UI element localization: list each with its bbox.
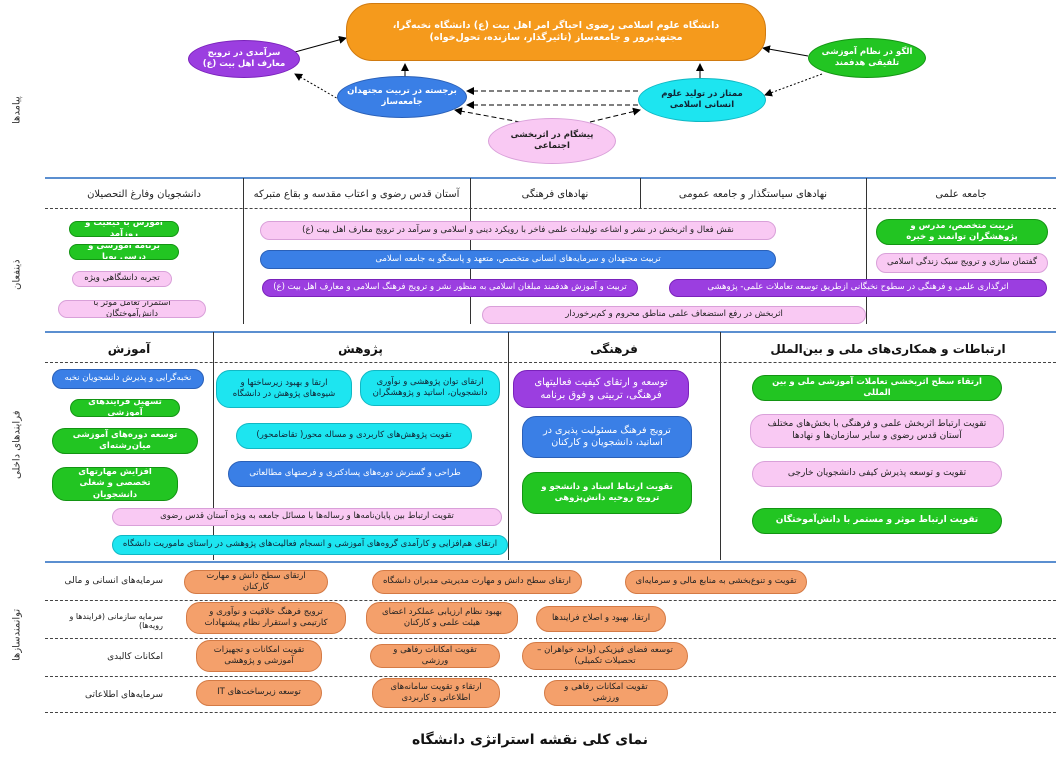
stakeholder-header-rule xyxy=(45,208,1056,209)
processes-side-label: فرایندهای داخلی xyxy=(11,410,23,480)
capability-item: بهبود نظام ارزیابی عملکرد اعضای هیئت علم… xyxy=(366,602,518,634)
stakeholder-wide-item: اثرگذاری علمی و فرهنگی در سطوح نخبگانی ا… xyxy=(669,279,1047,297)
process-wide-item: تقویت ارتباط بین پایان‌نامه‌ها و رساله‌ه… xyxy=(112,508,502,526)
stakeholder-wide-item: اثربخش در رفع استضعاف علمی مناطق محروم و… xyxy=(482,306,866,324)
process-header-cultural: فرهنگی xyxy=(590,342,638,356)
stakeholder-item: برنامه آموزشی و درسی پویا xyxy=(69,244,179,260)
stakeholder-wide-item: تربیت و آموزش هدفمند مبلغان اسلامی به من… xyxy=(262,279,638,297)
process-header-intl: ارتباطات و همکاری‌های ملی و بین‌الملل xyxy=(770,342,1006,356)
stakeholder-header-astan: آستان قدس رضوی و اعتاب مقدسه و بقاع متبر… xyxy=(253,189,460,200)
capability-item: ترویج فرهنگ خلاقیت و نوآوری و کارتیمی و … xyxy=(186,602,346,634)
capability-row-label: امکانات کالبدی xyxy=(107,652,163,662)
stakeholder-wide-item: تربیت مجتهدان و سرمایه‌های انسانی متخصص،… xyxy=(260,250,776,269)
process-item: نخبه‌گرایی و پذیرش دانشجویان نخبه xyxy=(52,369,204,389)
stakeholder-wide-item: نقش فعال و اثربخش در نشر و اشاعه تولیدات… xyxy=(260,221,776,240)
stakeholder-header-policy: نهادهای سیاستگذار و جامعه عمومی xyxy=(678,189,828,200)
capability-row-label: سرمایه سازمانی (فرایندها و رویه‌ها) xyxy=(69,612,163,630)
process-item: ارتقاء سطح اثربخشی تعاملات آموزشی ملی و … xyxy=(752,375,1002,401)
capability-item: ارتقا، بهبود و اصلاح فرایندها xyxy=(536,606,666,632)
outcome-arrows xyxy=(294,35,823,123)
stakeholder-item: تجربه دانشگاهی ویژه xyxy=(72,271,172,287)
capability-row-label: سرمایه‌های انسانی و مالی xyxy=(64,576,163,586)
process-item: ارتقا و بهبود زیرساختها و شیوه‌های پژوهش… xyxy=(216,370,352,408)
process-item: افزایش مهارتهای تخصصی و شغلی دانشجویان xyxy=(52,467,178,501)
capability-item: ارتقاء و تقویت سامانه‌های اطلاعاتی و کار… xyxy=(372,678,500,708)
divider-stakeholders xyxy=(45,177,1056,179)
process-item: طراحی و گسترش دوره‌های پسادکتری و فرصتها… xyxy=(228,461,482,487)
capability-row-label: سرمایه‌های اطلاعاتی xyxy=(85,690,163,700)
capability-row-rule xyxy=(45,676,1056,677)
stakeholder-item: استمرار تعامل موثر با دانش‌آموختگان xyxy=(58,300,206,318)
stakeholder-header-cultural: نهادهای فرهنگی xyxy=(521,189,589,200)
capability-item: توسعه زیرساخت‌های IT xyxy=(196,680,322,706)
process-header-rule xyxy=(45,362,1056,363)
process-item: ترویج فرهنگ مسئولیت پذیری در اساتید، دان… xyxy=(522,416,692,458)
stakeholders-side-label: ذینفعان xyxy=(11,259,23,291)
stakeholder-item: گفتمان سازی و ترویج سبک زندگی اسلامی xyxy=(876,253,1048,273)
capability-row-rule xyxy=(45,638,1056,639)
process-col-sep xyxy=(213,332,214,560)
capability-item: تقویت امکانات رفاهی و ورزشی xyxy=(370,644,500,668)
outcome-blended-education: الگو در نظام آموزشی تلفیقی هدفمند xyxy=(808,38,926,78)
capability-item: ارتقای سطح دانش و مهارت مدیریتی مدیران د… xyxy=(372,570,582,594)
stakeholder-col-sep xyxy=(640,178,641,208)
stakeholder-col-sep xyxy=(243,178,244,324)
capability-item: تقویت و تنوع‌بخشی به منابع مالی و سرمایه… xyxy=(625,570,807,594)
stakeholder-header-students: دانشجویان وفارغ التحصیلان xyxy=(87,189,201,200)
process-wide-item: ارتقای هم‌افزایی و کارآمدی گروه‌های آموز… xyxy=(112,535,508,555)
outcome-train-jurists: برجسته در تربیت مجتهدان جامعه‌ساز xyxy=(337,76,467,118)
capability-row-rule xyxy=(45,600,1056,601)
stakeholder-item: آموزش با کیفیت و روزآمد xyxy=(69,221,179,237)
process-item: تقویت پژوهش‌های کاربردی و مساله محور( تق… xyxy=(236,423,472,449)
process-item: ارتقای توان پژوهشی و نوآوری دانشجویان، ا… xyxy=(360,370,500,406)
process-col-sep xyxy=(508,332,509,560)
process-header-research: پژوهش xyxy=(338,342,383,356)
capability-row-rule xyxy=(45,712,1056,713)
divider-capabilities xyxy=(45,561,1056,563)
outcome-social-impact: پیشگام در اثربخشی اجتماعی xyxy=(488,118,616,164)
page-title: نمای کلی نقشه استراتژی دانشگاه xyxy=(411,732,649,748)
process-item: تقویت و توسعه پذیرش کیفی دانشجویان خارجی xyxy=(752,461,1002,487)
capability-item: تقویت امکانات و تجهیزات آموزشی و پژوهشی xyxy=(196,640,322,672)
outcome-islamic-humanities: ممتاز در تولید علوم انسانی اسلامی xyxy=(638,78,766,122)
outcome-top-vision: دانشگاه علوم اسلامی رضوی احیاگر امر اهل … xyxy=(346,3,766,61)
capability-item: توسعه فضای فیزیکی (واحد خواهران – تحصیلا… xyxy=(522,642,688,670)
process-header-education: آموزش xyxy=(107,342,151,356)
process-col-sep xyxy=(720,332,721,560)
process-item: تقویت ارتباط استاد و دانشجو و ترویج روحی… xyxy=(522,472,692,514)
capability-item: تقویت امکانات رفاهی و ورزشی xyxy=(544,680,668,706)
process-item: تقویت ارتباط اثربخش علمی و فرهنگی با بخش… xyxy=(750,414,1004,448)
capabilities-side-label: توانمندسازها xyxy=(11,608,23,662)
stakeholder-header-scientific: جامعه علمی xyxy=(935,189,987,200)
process-item: توسعه دوره‌های آموزشی میان‌رشته‌ای xyxy=(52,428,198,454)
outcome-promote-ahlulbayt: سرآمدی در ترویج معارف اهل بیت (ع) xyxy=(188,40,300,78)
process-item: توسعه و ارتقای کیفیت فعالیتهای فرهنگی، ت… xyxy=(513,370,689,408)
process-item: تقویت ارتباط موثر و مستمر با دانش‌آموختگ… xyxy=(752,508,1002,534)
stakeholder-item: تربیت متخصص، مدرس و پژوهشگران توانمند و … xyxy=(876,219,1048,245)
divider-processes xyxy=(45,331,1056,333)
stakeholder-col-sep xyxy=(866,178,867,324)
capability-item: ارتقای سطح دانش و مهارت کارکنان xyxy=(184,570,328,594)
process-item: تسهیل فرایندهای آموزشی xyxy=(70,399,180,417)
